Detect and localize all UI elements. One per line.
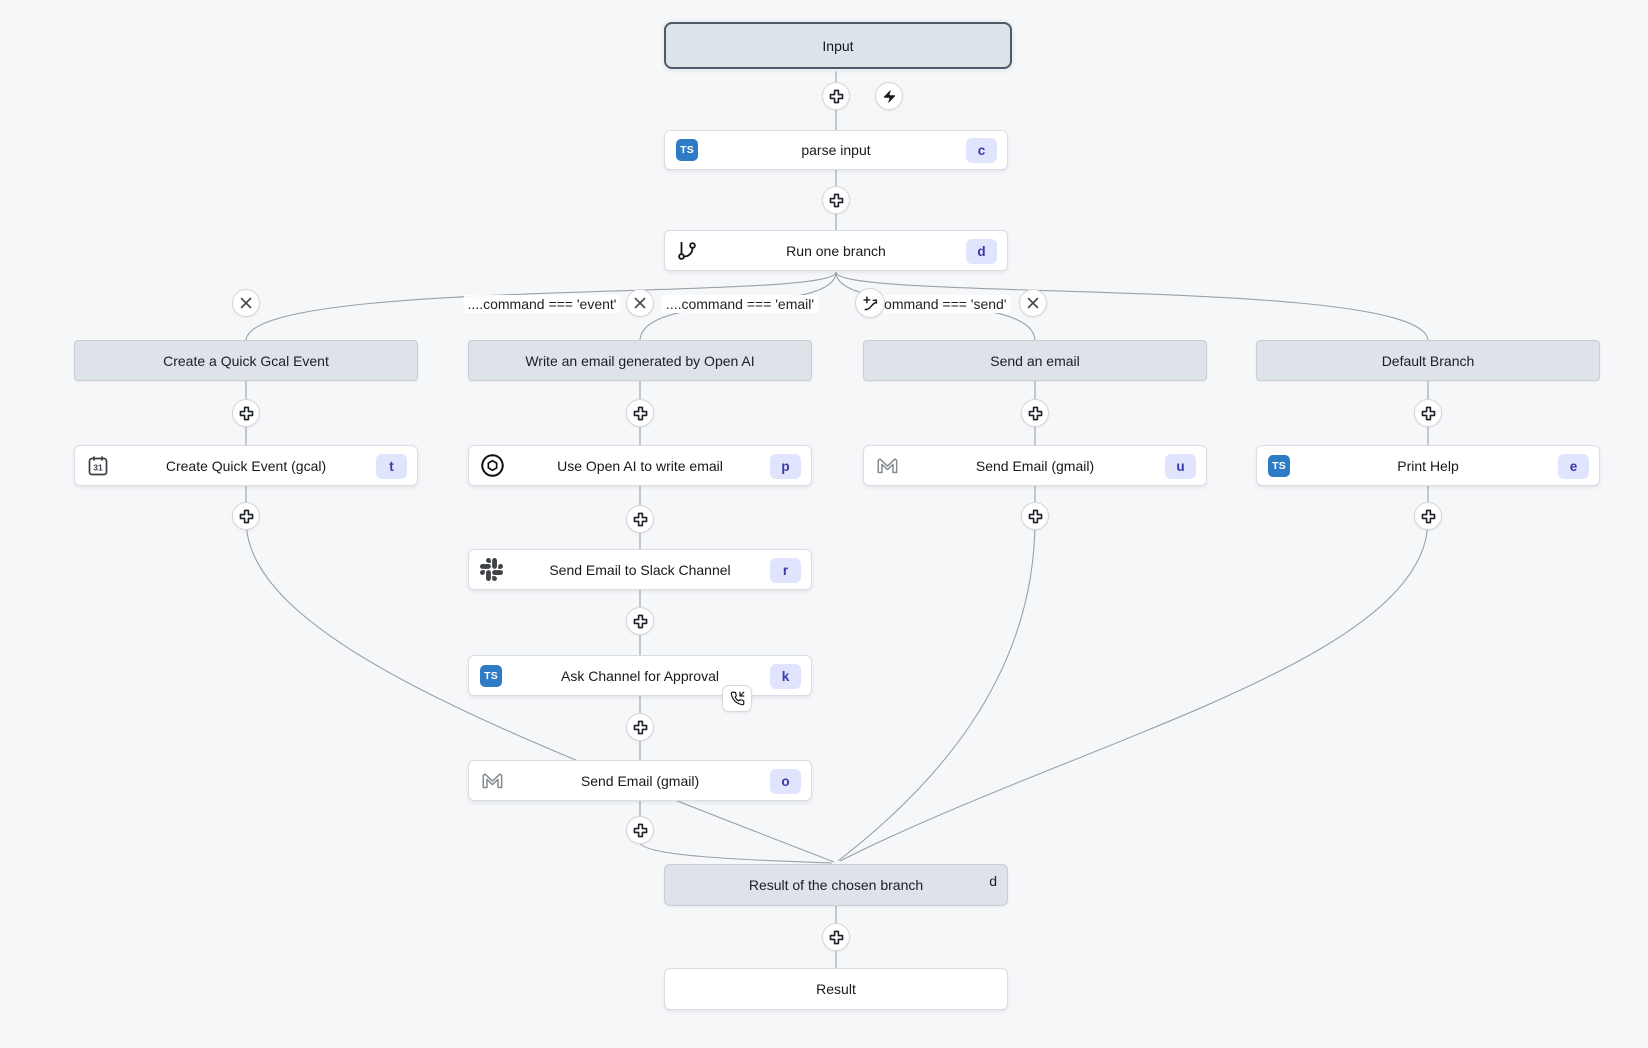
step-id-badge: t xyxy=(376,454,407,479)
branch-add-icon xyxy=(862,295,879,312)
step-label: Send Email (gmail) xyxy=(580,772,700,789)
add-step-button[interactable] xyxy=(232,399,260,427)
step-id-badge: d xyxy=(966,239,997,264)
add-step-button[interactable] xyxy=(1414,399,1442,427)
plus-icon xyxy=(238,405,255,422)
add-branch-button[interactable] xyxy=(855,288,885,318)
node-use-openai[interactable]: Use Open AI to write email p xyxy=(468,445,812,486)
calendar-icon xyxy=(86,454,110,478)
node-send-email-slack[interactable]: Send Email to Slack Channel r xyxy=(468,549,812,590)
branch-condition-label[interactable]: ....command === 'event' xyxy=(463,295,621,313)
add-step-button[interactable] xyxy=(626,399,654,427)
slack-icon xyxy=(480,558,503,581)
step-id-badge: p xyxy=(770,454,801,479)
step-label: parse input xyxy=(801,142,871,158)
add-step-button[interactable] xyxy=(822,82,850,110)
plus-icon xyxy=(828,192,845,209)
plus-icon xyxy=(238,508,255,525)
suspend-indicator xyxy=(722,685,752,712)
plus-icon xyxy=(1027,508,1044,525)
add-step-button[interactable] xyxy=(1021,502,1049,530)
typescript-icon: TS xyxy=(480,664,502,687)
step-label: Ask Channel for Approval xyxy=(561,667,719,684)
typescript-icon: TS xyxy=(1268,454,1290,477)
branch-condition-label[interactable]: ....command === 'send' xyxy=(857,295,1011,313)
add-step-button[interactable] xyxy=(626,607,654,635)
step-id-badge: u xyxy=(1165,454,1196,479)
input-label: Input xyxy=(822,37,854,54)
remove-branch-button[interactable] xyxy=(232,289,260,317)
branch-header-openai-email[interactable]: Write an email generated by Open AI xyxy=(468,340,812,381)
node-create-quick-event[interactable]: Create Quick Event (gcal) t xyxy=(74,445,418,486)
branch-header-gcal-event[interactable]: Create a Quick Gcal Event xyxy=(74,340,418,381)
plus-icon xyxy=(632,719,649,736)
git-branch-icon xyxy=(676,240,698,262)
add-step-button[interactable] xyxy=(1021,399,1049,427)
node-branch-result[interactable]: Result of the chosen branch d xyxy=(664,864,1008,906)
phone-incoming-icon xyxy=(730,691,745,706)
step-label: Send Email (gmail) xyxy=(975,457,1095,474)
step-label: Send Email to Slack Channel xyxy=(549,561,731,578)
node-run-one-branch[interactable]: Run one branch d xyxy=(664,230,1008,271)
step-id-badge: d xyxy=(989,873,997,889)
node-input[interactable]: Input xyxy=(664,22,1012,69)
add-step-button[interactable] xyxy=(822,186,850,214)
step-id-badge: o xyxy=(770,769,801,794)
result-label: Result xyxy=(816,981,856,997)
close-icon xyxy=(1027,297,1039,309)
plus-icon xyxy=(1420,405,1437,422)
plus-icon xyxy=(1027,405,1044,422)
plus-icon xyxy=(828,88,845,105)
node-result[interactable]: Result xyxy=(664,968,1008,1010)
branch-header-default[interactable]: Default Branch xyxy=(1256,340,1600,381)
node-send-email-gmail-3[interactable]: Send Email (gmail) u xyxy=(863,445,1207,486)
node-ask-channel-approval[interactable]: TS Ask Channel for Approval k xyxy=(468,655,812,696)
plus-icon xyxy=(632,405,649,422)
remove-branch-button[interactable] xyxy=(626,289,654,317)
node-print-help[interactable]: TS Print Help e xyxy=(1256,445,1600,486)
add-step-button[interactable] xyxy=(626,816,654,844)
typescript-icon: TS xyxy=(676,139,698,161)
add-step-button[interactable] xyxy=(822,923,850,951)
node-parse-input[interactable]: TS parse input c xyxy=(664,130,1008,170)
plus-icon xyxy=(632,613,649,630)
openai-icon xyxy=(480,453,505,478)
branch-header-send-email[interactable]: Send an email xyxy=(863,340,1207,381)
node-send-email-gmail-2[interactable]: Send Email (gmail) o xyxy=(468,760,812,801)
plus-icon xyxy=(632,511,649,528)
step-label: Use Open AI to write email xyxy=(557,457,723,474)
zap-icon xyxy=(882,89,897,104)
step-id-badge: c xyxy=(966,138,997,163)
plus-icon xyxy=(1420,508,1437,525)
add-step-button[interactable] xyxy=(626,713,654,741)
step-id-badge: r xyxy=(770,558,801,583)
step-id-badge: k xyxy=(770,664,801,689)
step-label: Print Help xyxy=(1397,457,1459,474)
step-id-badge: e xyxy=(1558,454,1589,479)
close-icon xyxy=(240,297,252,309)
trigger-button[interactable] xyxy=(875,82,903,110)
step-label: Run one branch xyxy=(786,242,886,259)
add-step-button[interactable] xyxy=(626,505,654,533)
add-step-button[interactable] xyxy=(232,502,260,530)
close-icon xyxy=(634,297,646,309)
plus-icon xyxy=(828,929,845,946)
add-step-button[interactable] xyxy=(1414,502,1442,530)
branch-condition-label[interactable]: ....command === 'email' xyxy=(661,295,819,313)
remove-branch-button[interactable] xyxy=(1019,289,1047,317)
gmail-icon xyxy=(875,453,901,479)
plus-icon xyxy=(632,822,649,839)
step-label: Create Quick Event (gcal) xyxy=(165,457,327,474)
gmail-icon xyxy=(480,768,506,794)
